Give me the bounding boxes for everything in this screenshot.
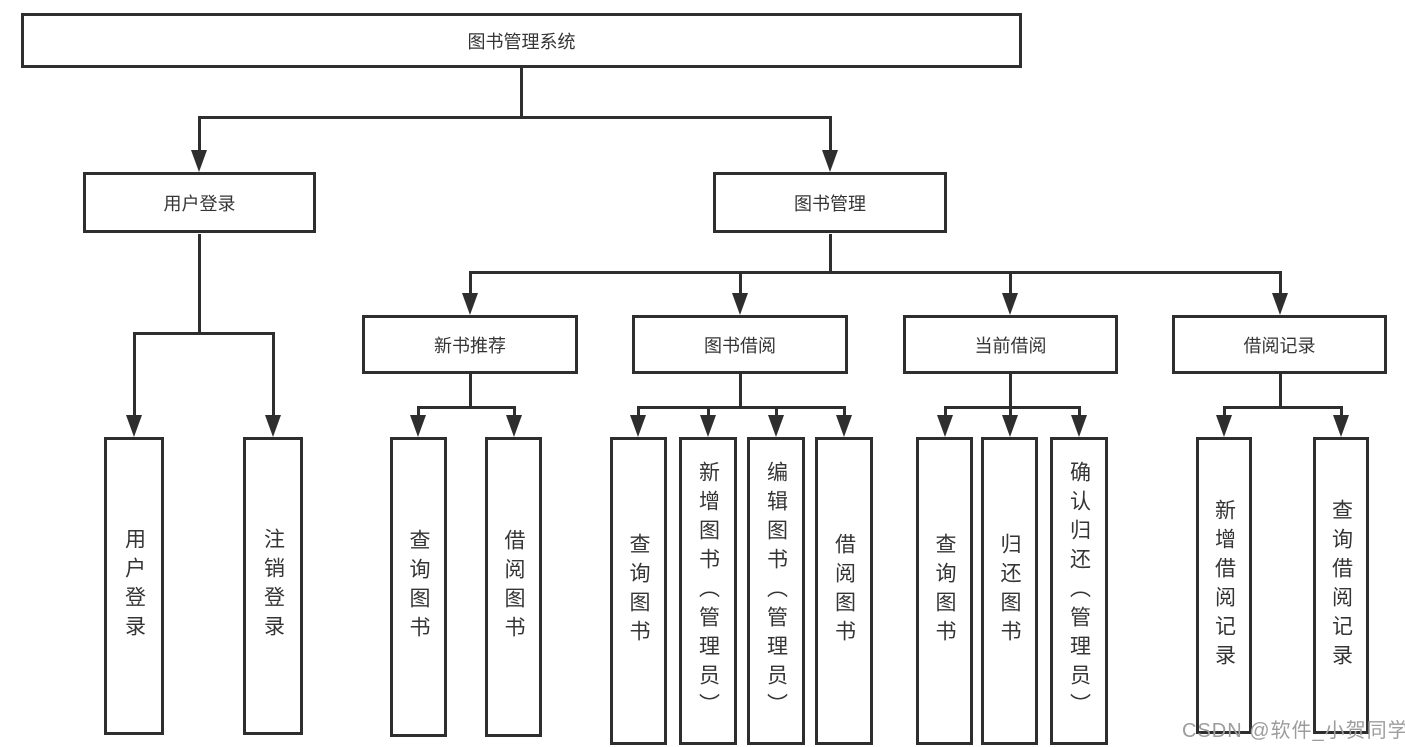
connector-line (133, 335, 136, 420)
connector-line (198, 234, 201, 335)
arrowhead-down-icon (1216, 415, 1232, 437)
arrowhead-down-icon (1333, 415, 1349, 437)
arrowhead-down-icon (1071, 415, 1087, 437)
arrowhead-down-icon (700, 415, 716, 437)
arrowhead-down-icon (1272, 293, 1288, 315)
node-label: 注销登录 (261, 528, 285, 644)
arrowhead-down-icon (265, 415, 281, 437)
node-label: 图书管理 (794, 193, 866, 214)
node-book-borrow: 图书借阅 (632, 315, 848, 374)
connector-line (707, 409, 710, 420)
connector-line (417, 409, 420, 420)
node-label: 借阅记录 (1243, 335, 1316, 356)
arrowhead-down-icon (836, 415, 852, 437)
node-leaf-rec-query: 查询图书 (390, 437, 447, 737)
node-leaf-bb-borrow: 借阅图书 (815, 437, 873, 745)
node-leaf-cb-return: 归还图书 (981, 437, 1038, 745)
arrowhead-down-icon (732, 293, 748, 315)
connector-line (1009, 274, 1012, 300)
connector-line (1279, 274, 1282, 300)
connector-line (637, 406, 846, 409)
arrowhead-down-icon (1002, 293, 1018, 315)
arrowhead-down-icon (462, 293, 478, 315)
node-label: 当前借阅 (974, 335, 1047, 356)
arrowhead-down-icon (822, 150, 838, 172)
connector-line (1223, 406, 1343, 409)
node-label: 图书借阅 (704, 335, 776, 356)
connector-line (637, 409, 640, 420)
node-borrow-record: 借阅记录 (1172, 315, 1387, 374)
node-leaf-cb-confirm: 确认归还（管理员） (1050, 437, 1108, 745)
node-leaf-br-query: 查询借阅记录 (1313, 437, 1369, 734)
connector-line (739, 274, 742, 300)
node-current-borrow: 当前借阅 (903, 315, 1118, 374)
arrowhead-down-icon (1002, 415, 1018, 437)
connector-line (469, 271, 1282, 274)
node-label: 借阅图书 (502, 529, 525, 645)
node-label: 编辑图书（管理员） (764, 460, 788, 722)
node-leaf-br-add: 新增借阅记录 (1196, 437, 1252, 734)
node-leaf-logout: 注销登录 (243, 437, 303, 735)
connector-line (272, 335, 275, 420)
connector-line (775, 409, 778, 420)
node-user-login: 用户登录 (83, 172, 316, 233)
arrowhead-down-icon (630, 415, 646, 437)
node-leaf-bb-edit: 编辑图书（管理员） (747, 437, 805, 745)
node-leaf-cb-query: 查询图书 (916, 437, 973, 745)
node-new-book-rec: 新书推荐 (362, 315, 578, 374)
node-leaf-bb-query: 查询图书 (610, 437, 667, 745)
connector-line (1340, 409, 1343, 420)
connector-line (829, 234, 832, 274)
node-label: 查询图书 (933, 533, 956, 649)
node-label: 借阅图书 (832, 533, 856, 649)
node-leaf-bb-add: 新增图书（管理员） (679, 437, 737, 745)
connector-line (944, 409, 947, 420)
connector-line (944, 406, 1081, 409)
connector-line (1279, 374, 1282, 408)
arrowhead-down-icon (506, 415, 522, 437)
connector-line (133, 332, 275, 335)
node-label: 用户登录 (163, 193, 236, 214)
connector-line (198, 116, 832, 119)
connector-line (1009, 374, 1012, 408)
node-label: 归还图书 (998, 533, 1021, 649)
connector-line (739, 374, 742, 408)
arrowhead-down-icon (410, 415, 426, 437)
connector-line (520, 68, 523, 118)
connector-line (829, 119, 832, 152)
arrowhead-down-icon (937, 415, 953, 437)
node-label: 查询图书 (407, 529, 430, 645)
node-leaf-rec-borrow: 借阅图书 (485, 437, 542, 737)
node-label: 新增借阅记录 (1212, 498, 1236, 673)
node-root: 图书管理系统 (21, 13, 1022, 68)
arrowhead-down-icon (126, 415, 142, 437)
node-leaf-user-login: 用户登录 (104, 437, 164, 735)
node-label: 新增图书（管理员） (696, 460, 720, 722)
connector-line (843, 409, 846, 420)
connector-line (469, 274, 472, 300)
connector-line (1078, 409, 1081, 420)
connector-line (1223, 409, 1226, 420)
node-label: 图书管理系统 (467, 31, 576, 52)
node-book-mgmt: 图书管理 (713, 172, 947, 233)
node-label: 查询借阅记录 (1329, 498, 1353, 673)
node-label: 查询图书 (627, 533, 650, 649)
arrowhead-down-icon (768, 415, 784, 437)
node-label: 确认归还（管理员） (1067, 460, 1091, 722)
node-label: 用户登录 (122, 528, 146, 644)
watermark: CSDN @软件_小贺同学 (1182, 720, 1405, 742)
connector-line (469, 374, 472, 408)
connector-line (1009, 409, 1012, 420)
connector-line (513, 409, 516, 420)
node-label: 新书推荐 (434, 335, 506, 356)
connector-line (417, 406, 516, 409)
connector-line (198, 119, 201, 152)
arrowhead-down-icon (191, 150, 207, 172)
